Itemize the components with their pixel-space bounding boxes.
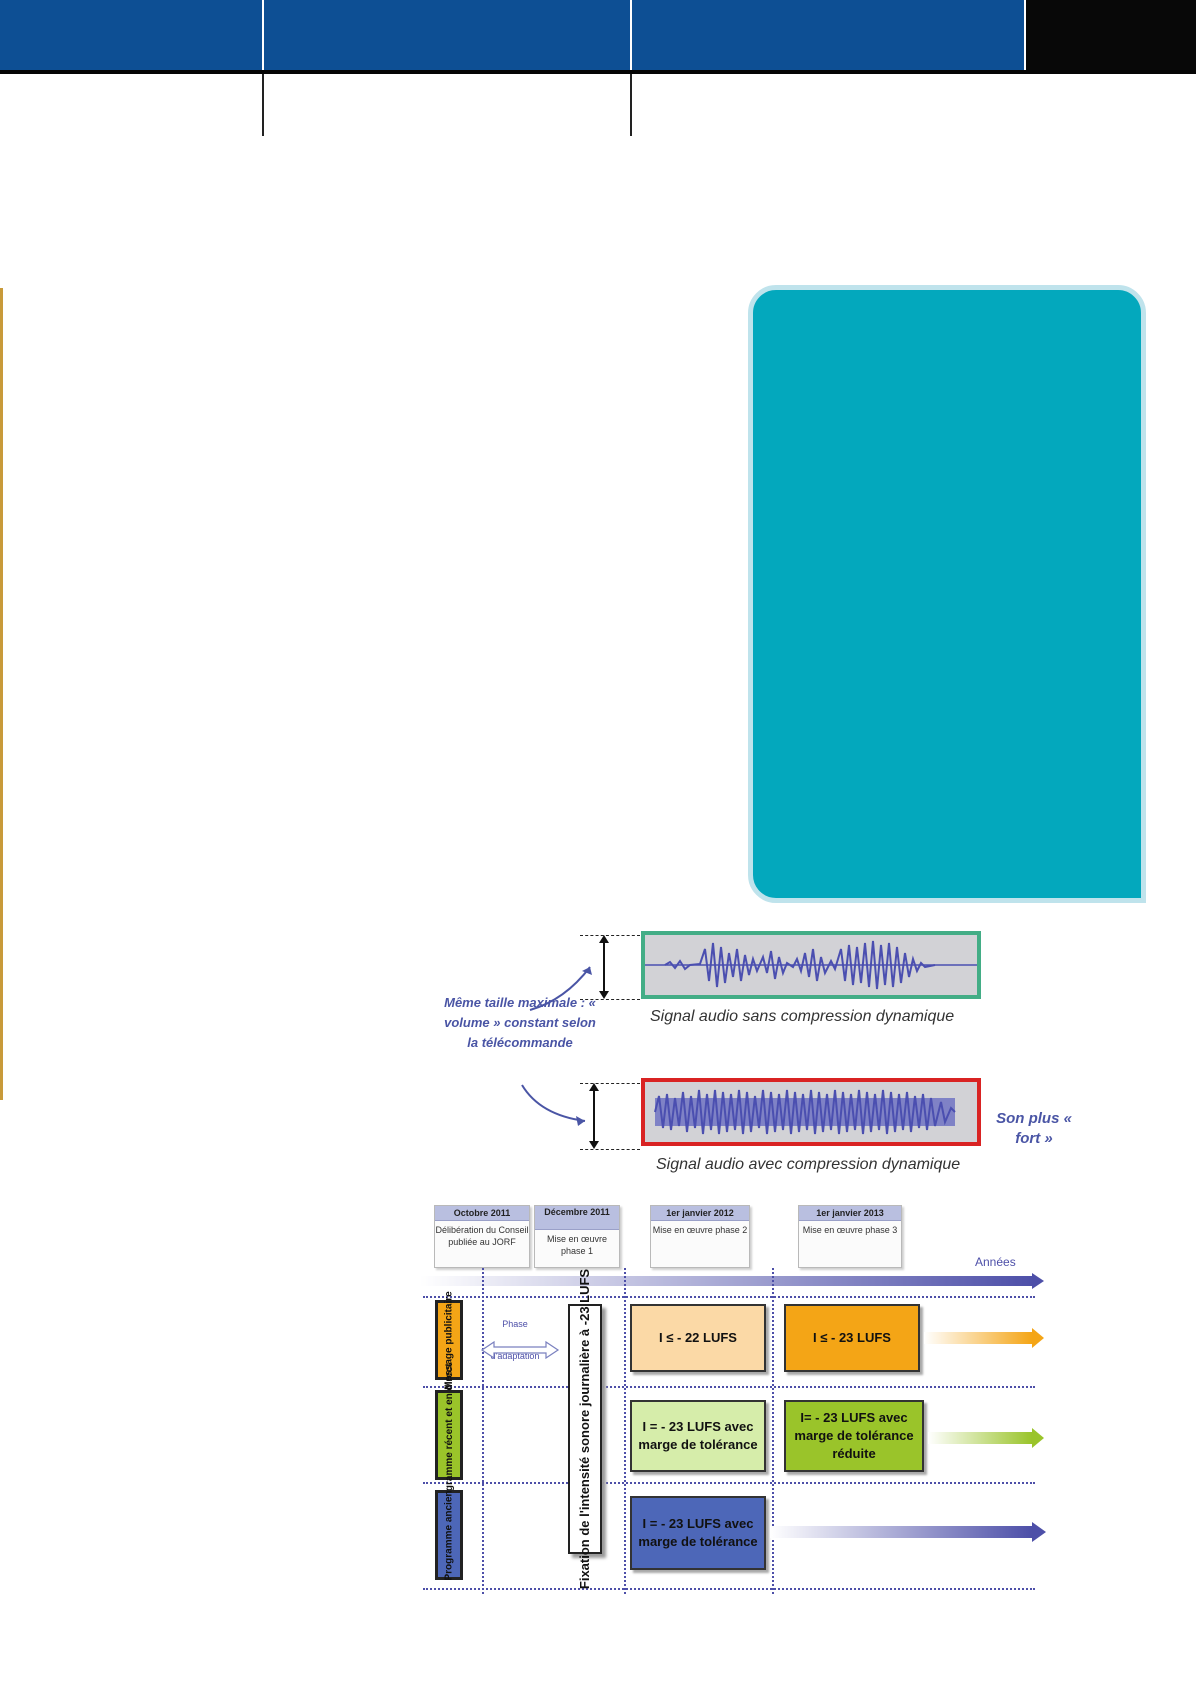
- header-band: [0, 0, 1196, 74]
- margin-rule: [0, 288, 3, 1100]
- date-card-date: Octobre 2011: [435, 1206, 529, 1221]
- arrow-up-icon: [589, 1083, 599, 1091]
- date-card-jan-2012: 1er janvier 2012 Mise en œuvre phase 2: [650, 1205, 750, 1268]
- annotation-curve-arrow-down: [521, 1084, 586, 1126]
- years-arrow-head-icon: [1032, 1273, 1044, 1289]
- date-card-date: 1er janvier 2012: [651, 1206, 749, 1221]
- arrow-right-icon: [1032, 1428, 1044, 1448]
- header-segment-2: [264, 0, 630, 70]
- row-separator: [423, 1482, 1035, 1484]
- header-segment-3: [632, 0, 1024, 70]
- row-label-ad: Message publicitaire: [435, 1291, 463, 1389]
- header-rule: [0, 70, 1196, 74]
- waveform-uncompressed: [641, 931, 981, 999]
- dashed-guide: [580, 935, 640, 936]
- header-segment-dark: [1026, 0, 1196, 70]
- ad-2013-box: I ≤ - 23 LUFS: [784, 1304, 920, 1372]
- annotation-curve-arrow-up: [529, 966, 592, 1011]
- column-separator: [482, 1268, 484, 1594]
- date-card-date: Décembre 2011: [535, 1206, 619, 1230]
- column-separator: [772, 1268, 774, 1594]
- recent-2012-box: I = - 23 LUFS avec marge de tolérance: [630, 1400, 766, 1472]
- years-label: Années: [975, 1255, 1016, 1269]
- row-separator: [423, 1386, 1035, 1388]
- arrow-right-icon: [1032, 1522, 1046, 1542]
- dashed-guide: [580, 999, 640, 1000]
- column-divider: [630, 74, 632, 136]
- arrow-down-icon: [599, 991, 609, 999]
- dimension-line: [593, 1087, 595, 1145]
- dimension-line: [603, 939, 605, 995]
- dashed-guide: [580, 1149, 640, 1150]
- date-card-text: Délibération du Conseil publiée au JORF: [435, 1225, 529, 1247]
- date-card-text: Mise en œuvre phase 3: [802, 1225, 898, 1235]
- old-2012-box: I = - 23 LUFS avec marge de tolérance: [630, 1496, 766, 1570]
- recent-fade-arrow: [928, 1428, 1046, 1448]
- date-card-text: Mise en œuvre phase 2: [652, 1225, 748, 1235]
- loudness-timeline: Octobre 2011 Délibération du Conseil pub…: [420, 1200, 1046, 1600]
- years-arrow: [420, 1276, 1035, 1286]
- column-separator: [624, 1268, 626, 1594]
- row-label-text: Programme récent et en direct: [443, 1362, 455, 1508]
- row-label-text: Programme ancien: [443, 1489, 455, 1581]
- sidebar-box: [748, 285, 1146, 903]
- arrow-down-icon: [589, 1141, 599, 1149]
- row-label-recent: Programme récent et en direct: [435, 1363, 463, 1507]
- phase-label: Phase d'adaptation: [490, 1319, 540, 1361]
- waveform-figure: Signal audio sans compression dynamique …: [430, 925, 1080, 1180]
- date-card-jan-2013: 1er janvier 2013 Mise en œuvre phase 3: [798, 1205, 902, 1268]
- arrow-right-icon: [1032, 1328, 1044, 1348]
- loud-sound-note: Son plus « fort »: [996, 1110, 1072, 1147]
- ad-2012-box: I ≤ - 22 LUFS: [630, 1304, 766, 1372]
- column-divider: [262, 74, 264, 136]
- ad-fade-arrow: [924, 1328, 1046, 1348]
- waveform-compressed-graphic: [654, 1089, 956, 1135]
- date-card-text: Mise en œuvre phase 1: [546, 1234, 608, 1256]
- fixation-text: Fixation de l'intensité sonore journaliè…: [577, 1268, 592, 1590]
- row-separator: [423, 1588, 1035, 1590]
- caption-uncompressed: Signal audio sans compression dynamique: [650, 1008, 955, 1025]
- fixation-box: Fixation de l'intensité sonore journaliè…: [568, 1269, 602, 1589]
- double-arrow-icon: [480, 1340, 560, 1360]
- row-separator: [423, 1296, 1035, 1298]
- waveform-uncompressed-graphic: [645, 940, 977, 990]
- date-card-oct-2011: Octobre 2011 Délibération du Conseil pub…: [434, 1205, 530, 1268]
- date-card-date: 1er janvier 2013: [799, 1206, 901, 1221]
- header-segment-1: [0, 0, 262, 70]
- date-card-dec-2011: Décembre 2011 Mise en œuvre phase 1: [534, 1205, 620, 1268]
- recent-2013-box: I= - 23 LUFS avec marge de tolérance réd…: [784, 1400, 924, 1472]
- waveform-compressed: [641, 1078, 981, 1146]
- wave-side-note: Même taille maximale : « volume » consta…: [444, 995, 596, 1050]
- caption-compressed: Signal audio avec compression dynamique: [656, 1156, 961, 1173]
- row-label-old: Programme ancien: [435, 1490, 463, 1580]
- dashed-guide: [580, 1083, 640, 1084]
- old-fade-arrow: [770, 1522, 1048, 1542]
- arrow-up-icon: [599, 935, 609, 943]
